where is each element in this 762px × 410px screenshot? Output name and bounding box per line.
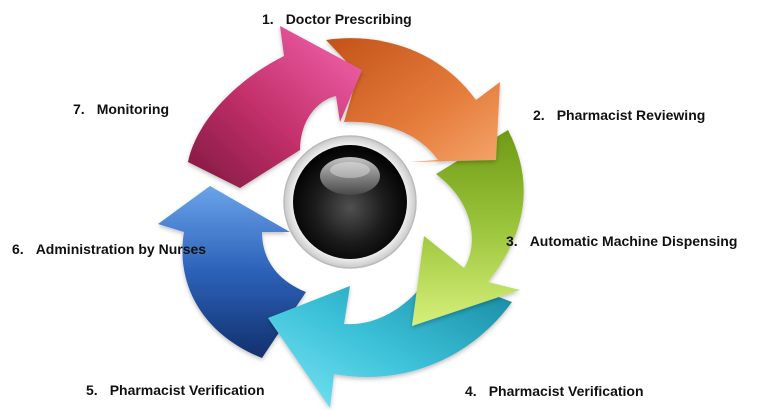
step-number: 5. — [86, 382, 98, 398]
cycle-arrow-blue — [158, 186, 306, 358]
step-label-pharmacist-verification-4: 4. Pharmacist Verification — [465, 383, 644, 399]
step-label-pharmacist-reviewing: 2. Pharmacist Reviewing — [533, 107, 705, 123]
step-label-monitoring: 7. Monitoring — [73, 101, 169, 117]
cycle-arrow-magenta — [188, 26, 362, 188]
step-label-automatic-machine-dispensing: 3. Automatic Machine Dispensing — [506, 233, 737, 249]
step-number: 1. — [262, 11, 274, 27]
step-label-doctor-prescribing: 1. Doctor Prescribing — [262, 11, 412, 27]
step-number: 6. — [12, 241, 24, 257]
step-number: 3. — [506, 233, 518, 249]
step-label-administration-by-nurses: 6. Administration by Nurses — [12, 241, 206, 257]
step-text: Pharmacist Verification — [109, 382, 265, 398]
step-number: 2. — [533, 107, 545, 123]
step-number: 4. — [465, 383, 477, 399]
step-text: Doctor Prescribing — [285, 11, 412, 27]
step-label-pharmacist-verification-5: 5. Pharmacist Verification — [86, 382, 265, 398]
step-text: Automatic Machine Dispensing — [529, 233, 738, 249]
step-number: 7. — [73, 101, 85, 117]
step-text: Pharmacist Reviewing — [556, 107, 706, 123]
center-orb — [283, 135, 417, 269]
step-text: Monitoring — [96, 101, 169, 117]
step-text: Pharmacist Verification — [488, 383, 644, 399]
cycle-arrow-green — [412, 130, 524, 326]
cycle-arrow-orange — [326, 38, 500, 163]
step-text: Administration by Nurses — [35, 241, 207, 257]
